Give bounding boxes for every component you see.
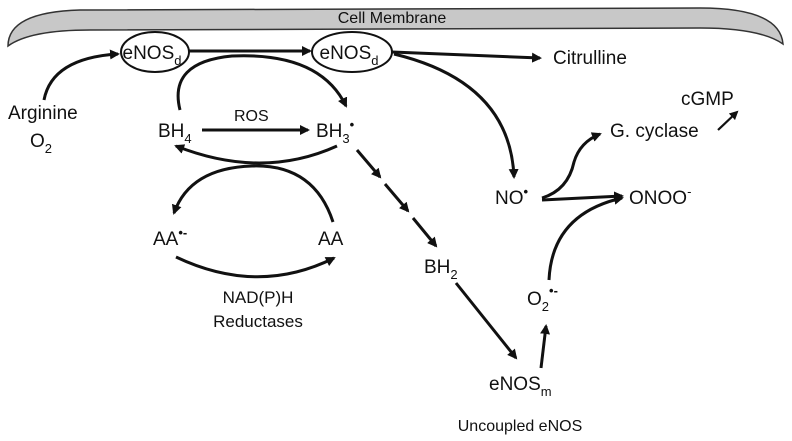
arrow-bh3-to-bh2-seg2 (383, 183, 410, 213)
guanylate-cyclase-label: G. cyclase (610, 121, 699, 142)
arrow-bh3-to-bh2-seg3 (411, 217, 438, 248)
nitric-oxide-label: NO• (495, 184, 529, 209)
uncoupled-enos-caption: Uncoupled eNOS (458, 418, 583, 435)
nadph-label: NAD(P)H (223, 288, 294, 307)
arrow-enos-to-nitric-oxide (393, 52, 519, 179)
ascorbate-label: AA (318, 229, 344, 250)
arrow-gcyclase-to-cgmp (717, 110, 739, 131)
arrow-enos-to-citrulline (391, 50, 542, 63)
bh4-label: BH4 (158, 121, 192, 146)
oxygen-label: O2 (30, 131, 52, 156)
cgmp-label: cGMP (681, 89, 734, 110)
arrow-bh2-to-enos-m (454, 282, 518, 360)
bh2-label: BH2 (424, 257, 458, 282)
cell-membrane (7, 7, 784, 48)
ros-label: ROS (234, 108, 269, 125)
arrow-no-to-peroxynitrite (541, 191, 624, 202)
enos-uncoupled-label: eNOSm (489, 374, 552, 399)
superoxide-label: O2•- (527, 283, 558, 314)
arrow-arginine-to-enos (42, 49, 120, 101)
arginine-label: Arginine (8, 103, 78, 124)
enos-coupled-right: eNOSd (320, 43, 379, 68)
cell-membrane-label: Cell Membrane (338, 10, 447, 27)
citrulline-label: Citrulline (553, 48, 627, 69)
arrow-aa-to-aa-radical (171, 164, 335, 223)
arrow-no-to-gcyclase (541, 132, 602, 200)
arrow-enos-m-to-superoxide (539, 324, 551, 369)
peroxynitrite-label: ONOO- (629, 184, 691, 209)
arrow-aa-radical-to-aa (175, 255, 336, 279)
reductases-label: Reductases (213, 312, 303, 331)
arrow-bh3-to-bh4 (174, 144, 338, 165)
arrow-superoxide-to-peroxynitrite (547, 194, 624, 281)
arrow-bh3-to-bh2-seg1 (355, 149, 382, 179)
bh3-radical-label: BH3• (316, 117, 355, 146)
enos-coupled-left: eNOSd (123, 43, 182, 68)
arrow-bh4-via-enos-to-bh3 (176, 54, 348, 111)
ascorbyl-radical-label: AA•- (153, 225, 187, 250)
